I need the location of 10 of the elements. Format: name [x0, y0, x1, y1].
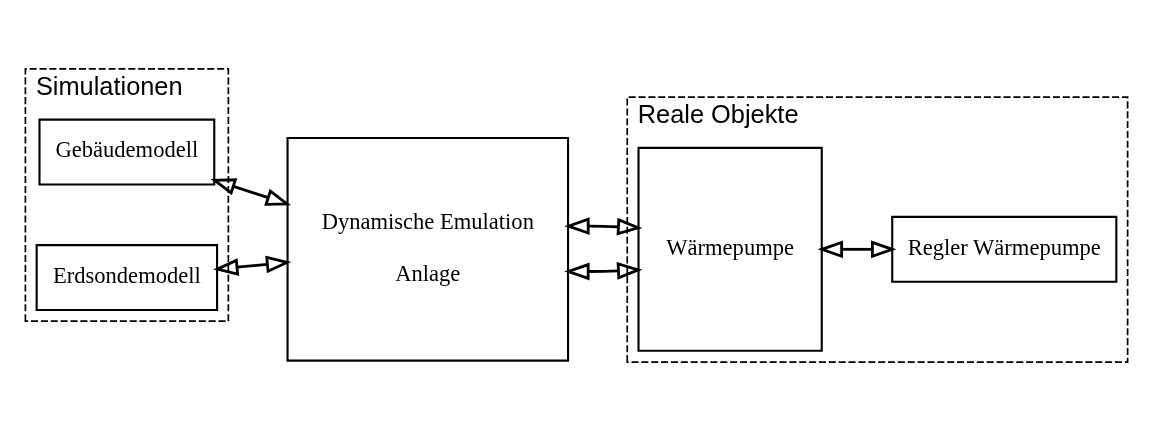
- arrow: [210, 177, 292, 206]
- node-box: Dynamische Emulation Anlage: [286, 136, 570, 362]
- node-box: Gebäudemodell: [38, 118, 216, 186]
- node-box: Regler Wärmepumpe: [891, 215, 1118, 283]
- arrow: [213, 255, 292, 276]
- node-box: Wärmepumpe: [637, 146, 823, 352]
- node-box: Erdsondemodell: [35, 243, 219, 311]
- arrow: [564, 261, 643, 280]
- arrow: [564, 216, 643, 236]
- arrow: [817, 239, 897, 258]
